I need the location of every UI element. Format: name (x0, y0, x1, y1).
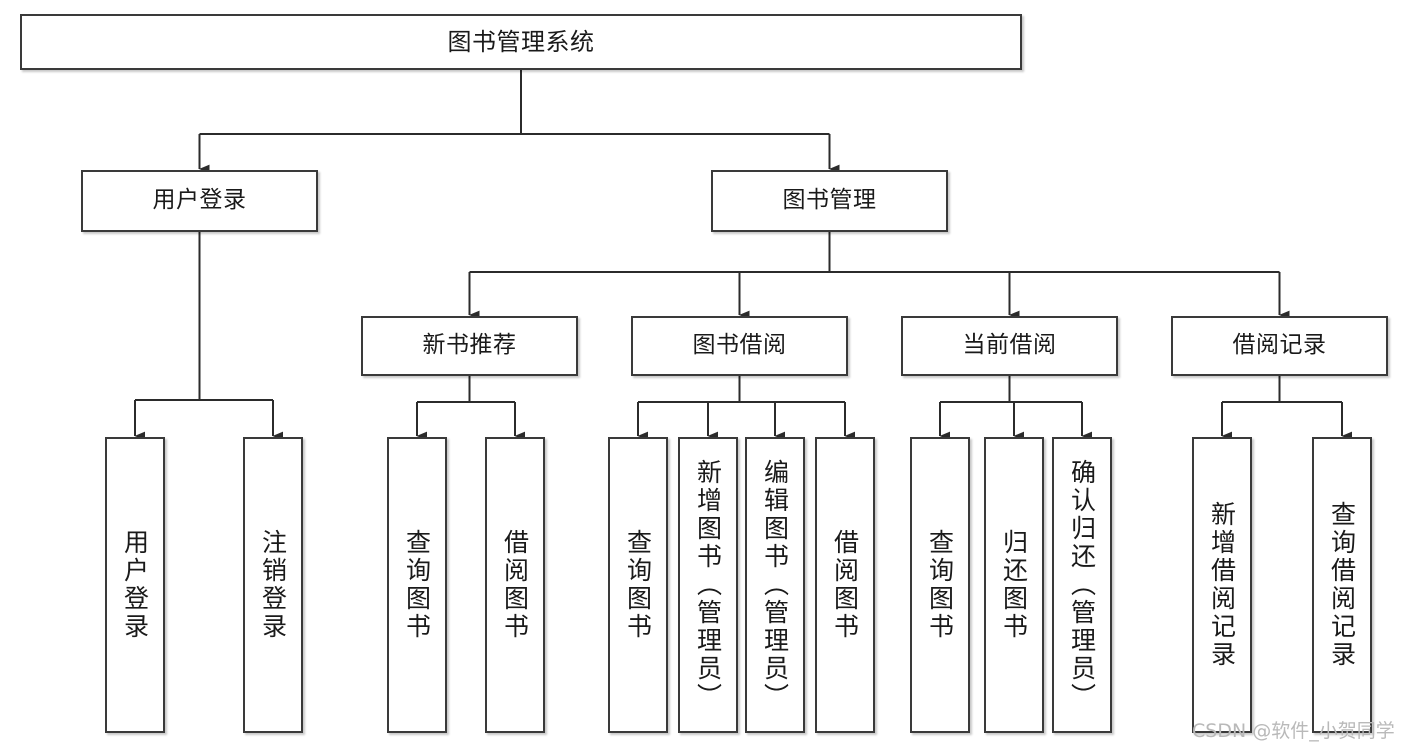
node-leaf-borrow-book-1[interactable]: 借阅图书 (485, 437, 545, 733)
node-label: 查询借阅记录 (1327, 501, 1357, 669)
node-label: 借阅记录 (1232, 332, 1327, 359)
node-leaf-query-record[interactable]: 查询借阅记录 (1312, 437, 1372, 733)
node-leaf-query-book-3[interactable]: 查询图书 (910, 437, 970, 733)
node-leaf-confirm-return[interactable]: 确认归还（管理员） (1052, 437, 1112, 733)
node-borrow-record[interactable]: 借阅记录 (1171, 316, 1388, 376)
watermark-text: CSDN @软件_小贺同学 (1192, 720, 1395, 742)
node-book-manage[interactable]: 图书管理 (711, 170, 948, 232)
node-root[interactable]: 图书管理系统 (20, 14, 1022, 70)
node-leaf-query-book-2[interactable]: 查询图书 (608, 437, 668, 733)
node-label: 查询图书 (925, 529, 955, 641)
node-user-login[interactable]: 用户登录 (81, 170, 318, 232)
node-leaf-borrow-book-2[interactable]: 借阅图书 (815, 437, 875, 733)
node-new-book-rec[interactable]: 新书推荐 (361, 316, 578, 376)
node-label: 当前借阅 (962, 332, 1057, 359)
node-label: 查询图书 (402, 529, 432, 641)
node-leaf-user-login[interactable]: 用户登录 (105, 437, 165, 733)
node-leaf-logout[interactable]: 注销登录 (243, 437, 303, 733)
node-label: 用户登录 (120, 529, 150, 641)
node-book-borrow[interactable]: 图书借阅 (631, 316, 848, 376)
node-label: 注销登录 (258, 529, 288, 641)
node-label: 归还图书 (999, 529, 1029, 641)
node-label: 借阅图书 (830, 529, 860, 641)
node-label: 用户登录 (152, 187, 247, 214)
node-label: 编辑图书（管理员） (760, 459, 790, 711)
node-leaf-edit-book[interactable]: 编辑图书（管理员） (745, 437, 805, 733)
node-label: 图书管理 (782, 187, 877, 214)
node-label: 新增借阅记录 (1207, 501, 1237, 669)
edge-paths (133, 70, 1352, 441)
node-leaf-return-book[interactable]: 归还图书 (984, 437, 1044, 733)
node-label: 新增图书（管理员） (693, 459, 723, 711)
node-label: 借阅图书 (500, 529, 530, 641)
node-leaf-add-book[interactable]: 新增图书（管理员） (678, 437, 738, 733)
node-label: 图书借阅 (692, 332, 787, 359)
node-label: 图书管理系统 (447, 27, 595, 56)
node-leaf-add-record[interactable]: 新增借阅记录 (1192, 437, 1252, 733)
node-label: 查询图书 (623, 529, 653, 641)
node-label: 新书推荐 (422, 332, 517, 359)
node-current-borrow[interactable]: 当前借阅 (901, 316, 1118, 376)
node-label: 确认归还（管理员） (1067, 459, 1097, 711)
node-leaf-query-book-1[interactable]: 查询图书 (387, 437, 447, 733)
